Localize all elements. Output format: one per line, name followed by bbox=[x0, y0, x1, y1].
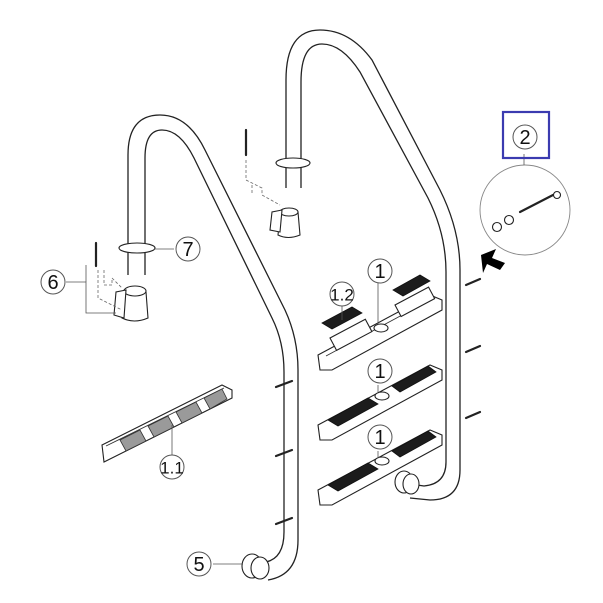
callout-2: 2 bbox=[512, 124, 538, 150]
callout-label: 1.1 bbox=[160, 459, 184, 478]
bolt-detail-view bbox=[479, 164, 571, 256]
tread-pad bbox=[391, 365, 437, 393]
callout-label: 1 bbox=[374, 361, 385, 383]
escutcheon-flange bbox=[275, 157, 311, 169]
step-tread-middle bbox=[317, 364, 443, 441]
right-handrail bbox=[275, 29, 461, 501]
tread-pad bbox=[327, 462, 379, 492]
anchor-cup-lower bbox=[113, 285, 149, 322]
callout-label: 5 bbox=[193, 554, 204, 576]
callout-1-top: 1 bbox=[367, 258, 393, 284]
callout-5: 5 bbox=[186, 551, 212, 577]
callout-1-bottom: 1 bbox=[367, 424, 393, 450]
escutcheon-flange bbox=[118, 242, 156, 254]
left-handrail bbox=[118, 114, 299, 581]
callout-label: 1 bbox=[374, 427, 385, 449]
callout-6: 6 bbox=[40, 269, 66, 295]
spare-step-tread bbox=[101, 384, 233, 463]
callout-label: 7 bbox=[182, 239, 193, 261]
callout-label: 1 bbox=[374, 261, 385, 283]
callout-1-1: 1.1 bbox=[159, 454, 185, 480]
step-tread-bottom bbox=[317, 429, 443, 506]
callout-label: 6 bbox=[47, 272, 58, 294]
tread-pad bbox=[327, 397, 379, 427]
tread-pad bbox=[391, 430, 437, 458]
anchor-cup-upper bbox=[269, 207, 301, 239]
callout-1-middle: 1 bbox=[367, 358, 393, 384]
callout-highlight-box bbox=[501, 110, 551, 160]
callout-label: 1.2 bbox=[330, 286, 354, 305]
callout-7: 7 bbox=[175, 236, 201, 262]
callout-1-2: 1.2 bbox=[329, 281, 355, 307]
step-screws-right bbox=[464, 277, 482, 420]
end-plug bbox=[241, 553, 270, 580]
end-plug-right bbox=[394, 470, 420, 495]
callout-label: 2 bbox=[519, 127, 530, 149]
tread-pad bbox=[392, 274, 431, 297]
direction-arrow bbox=[481, 249, 505, 273]
step-screws-left bbox=[274, 379, 294, 526]
